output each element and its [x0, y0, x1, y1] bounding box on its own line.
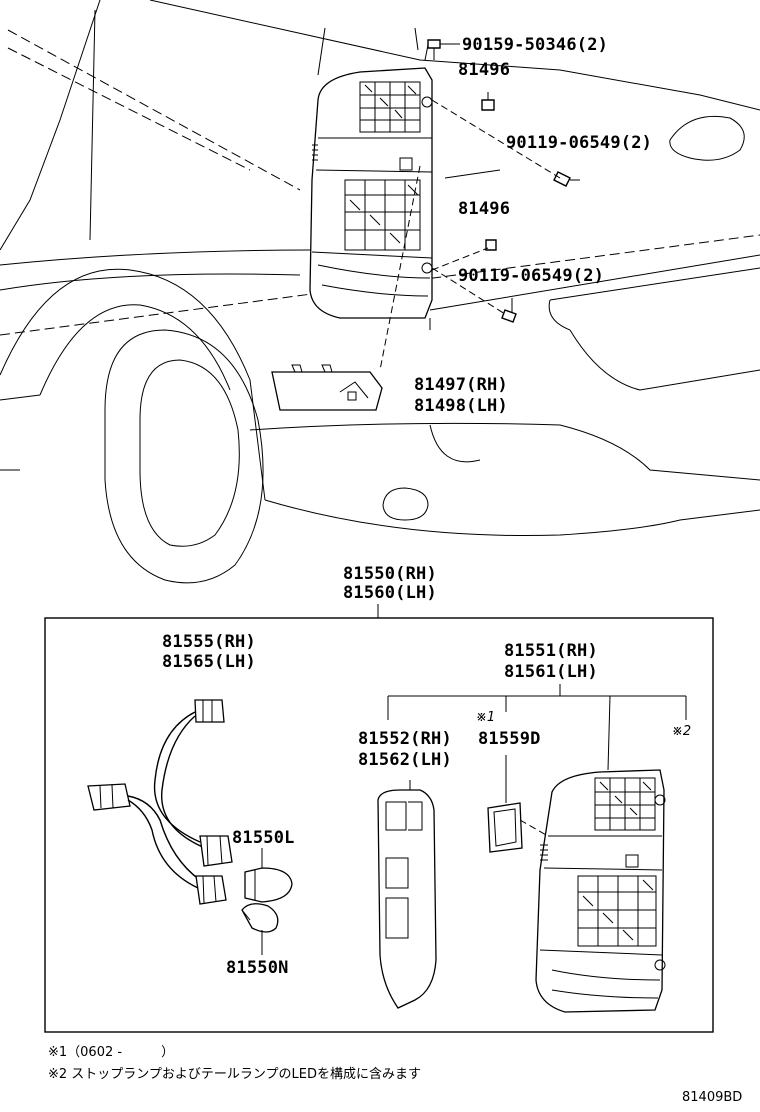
lamp-cover	[271, 364, 383, 411]
part-number-bolt-90159: 90159-50346(2)	[462, 35, 609, 55]
part-number-bulb-n: 81550N	[226, 958, 289, 978]
upper-fasteners	[379, 39, 580, 371]
part-number-cover-lh: 81498(LH)	[414, 396, 508, 416]
note1-marker: ※1	[476, 710, 496, 725]
part-number-socket-rh: 81555(RH)	[162, 632, 256, 652]
part-number-bulb-l: 81550L	[232, 828, 295, 848]
part-number-socket-lh: 81565(LH)	[162, 652, 256, 672]
part-number-assy-rh: 81550(RH)	[343, 564, 437, 584]
part-number-lens-rh: 81551(RH)	[504, 641, 598, 661]
tail-lamp-installed	[309, 67, 433, 319]
part-number-assy-lh: 81560(LH)	[343, 583, 437, 603]
lens-bracket	[387, 684, 687, 771]
reflector	[377, 780, 437, 1009]
tail-lamp-lens	[535, 769, 666, 1013]
part-number-gasket: 81559D	[478, 729, 541, 749]
part-number-clip-81496-top: 81496	[458, 60, 511, 80]
gasket	[487, 755, 556, 853]
diagram-id: 81409BD	[682, 1090, 743, 1105]
part-number-reflector-lh: 81562(LH)	[358, 750, 452, 770]
footnote-1: ※1（0602 - ）	[48, 1045, 175, 1060]
part-number-cover-rh: 81497(RH)	[414, 375, 508, 395]
assembly-box	[44, 604, 714, 1033]
note2-marker: ※2	[672, 724, 692, 739]
footnote-2: ※2 ストップランプおよびテールランプのLEDを構成に含みます	[48, 1067, 421, 1082]
socket-wire	[87, 699, 233, 905]
part-number-screw-90119-bottom: 90119-06549(2)	[458, 266, 605, 286]
bulbs	[241, 848, 293, 955]
part-number-clip-81496-mid: 81496	[458, 199, 511, 219]
part-number-screw-90119-top: 90119-06549(2)	[506, 133, 653, 153]
part-number-reflector-rh: 81552(RH)	[358, 729, 452, 749]
part-number-lens-lh: 81561(LH)	[504, 662, 598, 682]
